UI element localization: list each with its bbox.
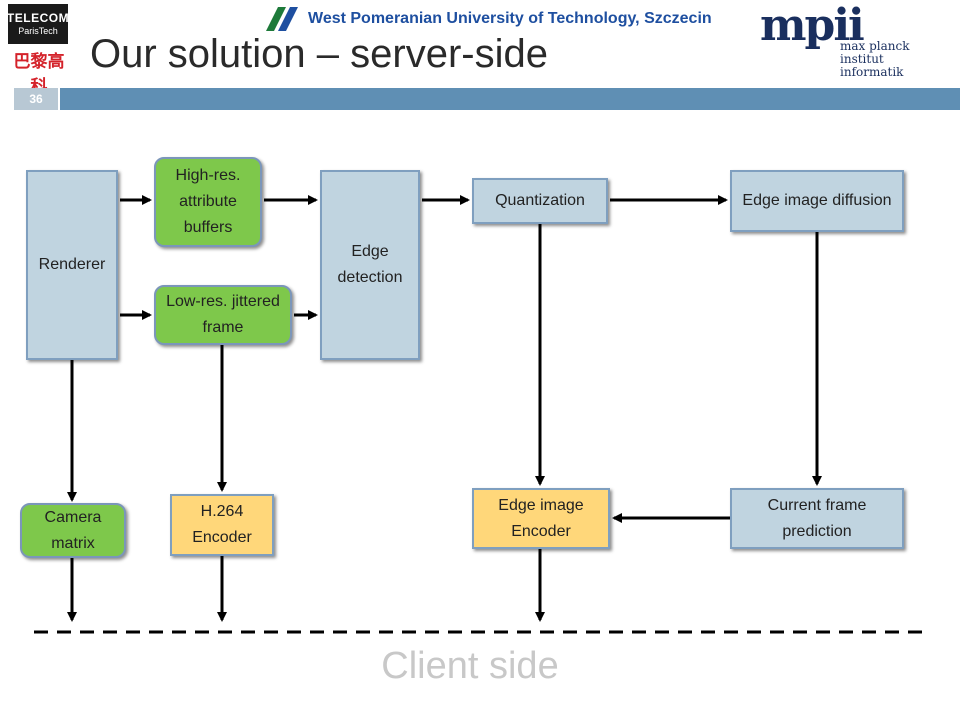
telecom-paristech-logo: TELECOM ParisTech 巴黎高科 [6,4,70,97]
node-h264-encoder: H.264 Encoder [170,494,274,556]
wpu-emblem-icon [266,7,298,31]
mpi-logo-line1: max planck institut [840,39,910,66]
node-camera-matrix: Camera matrix [20,503,126,558]
node-edge-image-diffusion: Edge image diffusion [730,170,904,232]
telecom-logo-line1: TELECOM [6,11,70,25]
node-quantization: Quantization [472,178,608,224]
mpi-logo-line2: informatik [840,65,904,79]
client-side-label: Client side [381,645,559,687]
mpi-logo-letters: mpii [760,0,865,51]
title-bar [60,88,960,110]
page-number: 36 [14,88,58,110]
mpi-logo-text: max planck institut informatik [840,40,955,79]
node-edge-image-encoder: Edge image Encoder [472,488,610,549]
node-high-res-buffers: High-res. attribute buffers [154,157,262,247]
slide-title: Our solution – server-side [90,32,548,76]
wpu-logo: West Pomeranian University of Technology… [264,4,712,34]
wpu-name: West Pomeranian University of Technology… [308,10,712,27]
node-renderer: Renderer [26,170,118,360]
node-low-res-frame: Low-res. jittered frame [154,285,292,345]
node-edge-detection: Edge detection [320,170,420,360]
mpi-informatik-logo: mpii max planck institut informatik [760,0,955,79]
node-current-frame-prediction: Current frame prediction [730,488,904,549]
telecom-logo-line2: ParisTech [18,26,58,36]
